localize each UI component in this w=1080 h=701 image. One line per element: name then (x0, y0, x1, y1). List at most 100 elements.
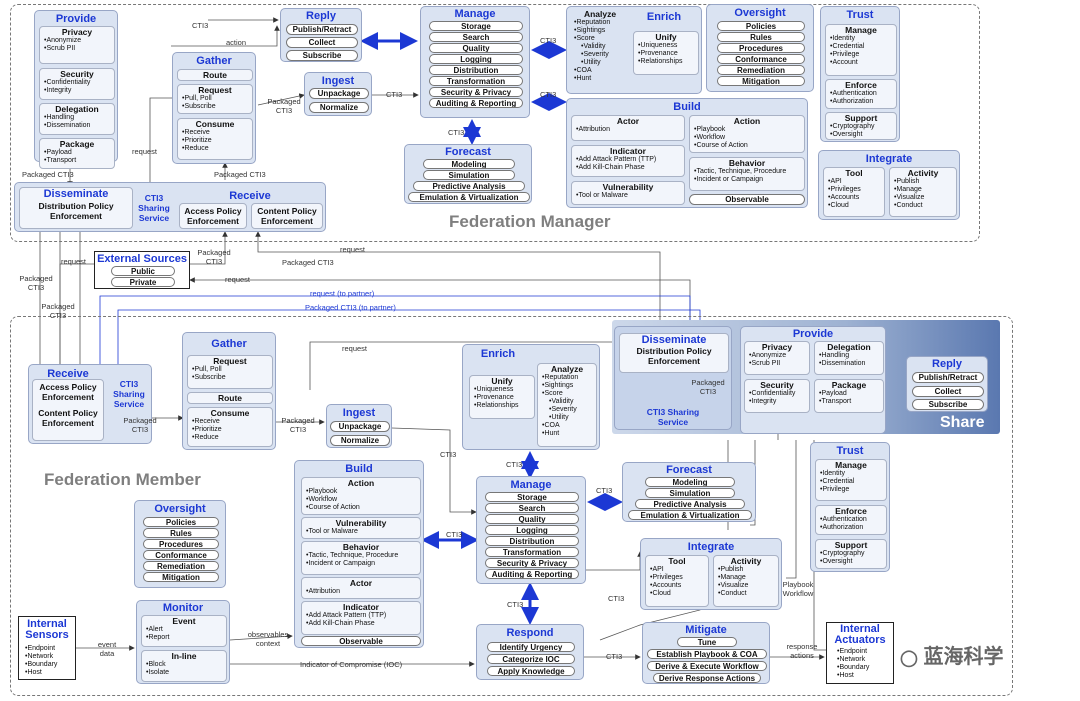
fm-provide: Provide Privacy AnonymizeScrub PII Secur… (34, 10, 118, 169)
fm-disseminate: Disseminate Distribution Policy Enforcem… (19, 187, 133, 229)
mem-indicator-items: Add Attack Pattern (TTP)Add Kill-Chain P… (302, 612, 420, 628)
fm-privacy-heading: Privacy (61, 27, 93, 37)
mem-tool-items: APIPrivilegesAccountsCloud (646, 566, 708, 598)
list-item: Tactic, Technique, Procedure (694, 168, 804, 176)
mem-package-heading: Package (831, 380, 867, 390)
mem-indicator-heading: Indicator (343, 602, 379, 612)
mem-trust-enforce-heading: Enforce (835, 506, 867, 516)
fm-unify: Unify UniquenessProvenanceRelationships (633, 31, 699, 75)
fm-vulnerability: Vulnerability Tool or Malware (571, 181, 685, 205)
mem-ingest: Ingest Unpackage Normalize (326, 404, 392, 448)
list-item: Attribution (576, 126, 684, 134)
list-item: Alert (146, 626, 226, 634)
list-pill: Procedures (717, 43, 805, 53)
list-item: Privilege (830, 51, 896, 59)
mem-request: Request Pull, PollSubscribe (187, 355, 273, 389)
mem-activity-items: PublishManageVisualizeConduct (714, 566, 778, 598)
mem-privacy-heading: Privacy (761, 342, 793, 352)
list-item: Relationships (638, 58, 698, 66)
fm-actor-heading: Actor (616, 116, 640, 126)
fm-security: Security ConfidentialityIntegrity (39, 68, 115, 100)
fm-delegation: Delegation HandlingDissemination (39, 103, 115, 135)
actuators-items: EndpointNetworkBoundaryHost (833, 648, 869, 680)
fm-tool: Tool APIPrivilegesAccountsCloud (823, 167, 885, 217)
mem-cti3-respond: CTI3 (507, 600, 524, 609)
mem-provide-title: Provide (792, 328, 834, 340)
list-item: Hunt (542, 430, 596, 438)
list-pill: Mitigation (143, 572, 219, 582)
internal-sensors: Internal Sensors EndpointNetworkBoundary… (18, 616, 76, 680)
fm-trust-support: Support CryptographyOversight (825, 112, 897, 140)
mem-trust-support-items: CryptographyOversight (816, 550, 886, 566)
mem-trust-support-heading: Support (834, 540, 868, 550)
list-item: Confidentiality (749, 390, 809, 398)
federation-member-zone (10, 316, 1013, 696)
list-item: Block (146, 661, 226, 669)
fm-actor: Actor Attribution (571, 115, 685, 141)
list-item: Dissemination (819, 360, 883, 368)
fm-trust-title: Trust (846, 9, 874, 21)
mem-behavior-items: Tactic, Technique, ProcedureIncident or … (302, 552, 420, 568)
fm-request-items: Pull, PollSubscribe (178, 95, 252, 111)
fm-vulnerability-items: Tool or Malware (572, 192, 684, 200)
fm-trust-support-items: CryptographyOversight (826, 123, 896, 139)
fm-reply-publish: Publish/Retract (286, 24, 358, 35)
fm-gather: Gather Route Request Pull, PollSubscribe… (172, 52, 256, 164)
mem-request-heading: Request (213, 356, 247, 366)
mem-trust-support: Support CryptographyOversight (815, 539, 887, 569)
mem-forecast: Forecast Modeling Simulation Predictive … (622, 462, 756, 522)
fm-trust-manage: Manage IdentityCredentialPrivilegeAccoun… (825, 24, 897, 76)
list-item: Payload (819, 390, 883, 398)
list-item: Conduct (894, 202, 956, 210)
list-item: Reputation (574, 19, 630, 27)
fm-action-items: PlaybookWorkflowCourse of Action (690, 126, 804, 150)
ext-request-2: request (340, 245, 366, 254)
fm-cti3-b: CTI3 (540, 90, 557, 99)
mem-ingest-title: Ingest (342, 407, 376, 419)
list-item: Scrub PII (44, 45, 114, 53)
list-item: Validity (574, 43, 630, 51)
fm-security-heading: Security (60, 69, 94, 79)
mem-access-policy: Access Policy Enforcement (39, 382, 97, 402)
mem-categorize-ioc: Categorize IOC (487, 654, 575, 664)
list-item: Add Kill-Chain Phase (306, 620, 420, 628)
list-item: Attribution (306, 588, 420, 596)
list-pill: Policies (143, 517, 219, 527)
mem-inline-heading: In-line (171, 651, 197, 661)
list-item: Integrity (749, 398, 809, 406)
mem-share-label: CTI3 Sharing Service (646, 407, 700, 427)
fm-sharing-label: CTI3 Sharing Service (138, 193, 170, 223)
fm-packaged-label: Packaged CTI3 (267, 97, 301, 115)
ext-packaged-2: Packaged CTI3 (41, 302, 75, 320)
list-item: Incident or Campaign (306, 560, 420, 568)
mem-derive-workflow: Derive & Execute Workflow (647, 661, 767, 671)
mem-gather-title: Gather (211, 338, 247, 350)
list-item: Report (146, 634, 226, 642)
list-item: Reputation (542, 374, 596, 382)
list-pill: Remediation (717, 65, 805, 75)
mem-inline: In-line BlockIsolate (141, 650, 227, 682)
mem-tune: Tune (677, 637, 737, 647)
list-item: Oversight (820, 558, 886, 566)
fm-ingest: Ingest Unpackage Normalize (304, 72, 372, 116)
mem-security: Security ConfidentialityIntegrity (744, 379, 810, 413)
list-item: Handling (44, 114, 114, 122)
list-item: Identity (820, 470, 886, 478)
federation-manager-label: Federation Manager (449, 212, 611, 231)
mem-cti3-mitigate: CTI3 (606, 652, 623, 661)
mem-inline-items: BlockIsolate (142, 661, 226, 677)
mem-action-items: PlaybookWorkflowCourse of Action (302, 488, 420, 512)
list-item: Oversight (830, 131, 896, 139)
fm-reply-subscribe: Subscribe (286, 50, 358, 61)
mem-trust-enforce-items: AuthenticationAuthorization (816, 516, 886, 532)
list-item: Workflow (694, 134, 804, 142)
fm-route-label: Route (202, 70, 228, 80)
list-item: Account (830, 59, 896, 67)
list-item: Receive (182, 129, 252, 137)
list-item: Sightings (574, 27, 630, 35)
ioc-label: Indicator of Compromise (IOC) (300, 660, 403, 669)
list-item: Authentication (820, 516, 886, 524)
fm-normalize: Normalize (309, 102, 369, 113)
fm-manage-title: Manage (454, 8, 496, 20)
list-item: Workflow (306, 496, 420, 504)
